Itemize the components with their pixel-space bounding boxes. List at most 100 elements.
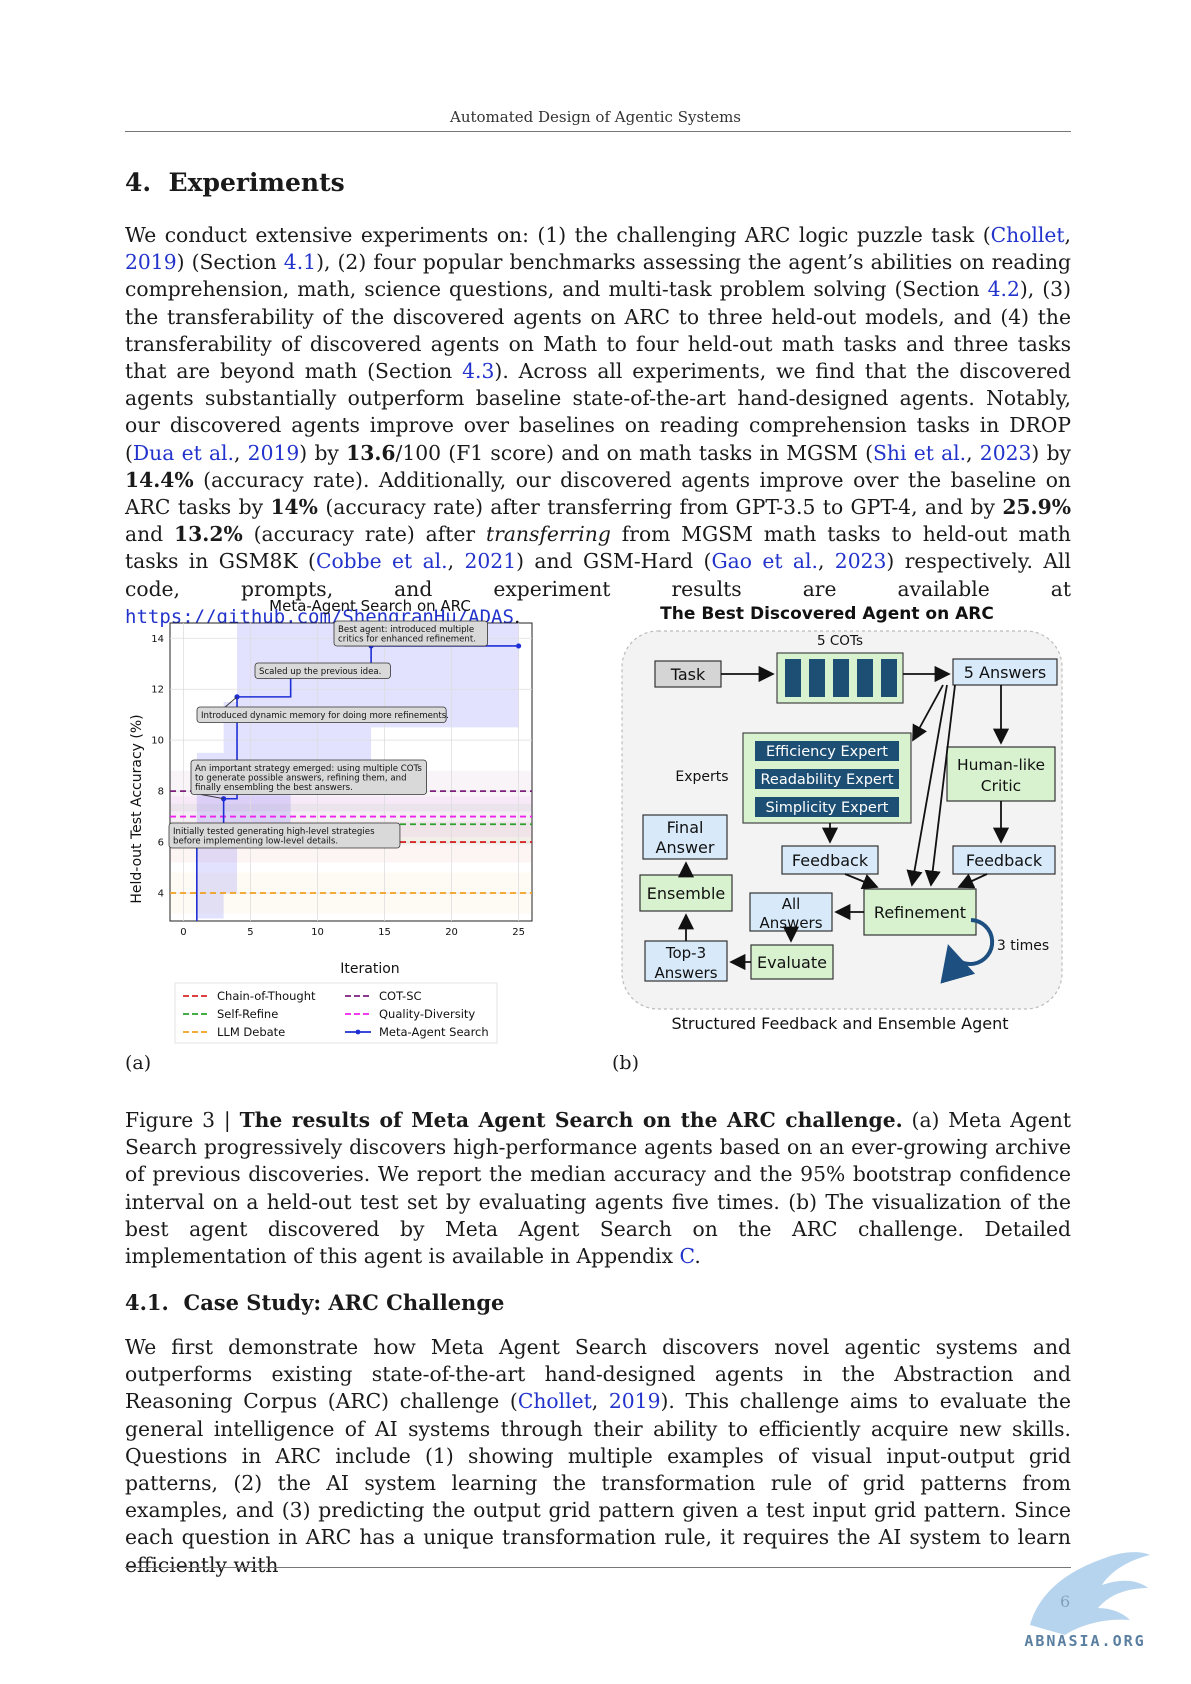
text-run: The results of Meta Agent Search on the …	[239, 1108, 903, 1132]
citation-link[interactable]: 2019	[608, 1389, 661, 1414]
citation-link[interactable]: Gao et al.	[711, 549, 818, 574]
subsection-title: Case Study: ARC Challenge	[183, 1290, 505, 1315]
running-head: Automated Design of Agentic Systems	[449, 108, 741, 126]
text-run: ) (Section	[176, 250, 284, 275]
text-run: 14.4%	[125, 467, 194, 492]
subfigure-label-a: (a)	[125, 1052, 152, 1074]
citation-link[interactable]: Chollet	[517, 1389, 592, 1414]
text-run: ). Across all experiments, we find that …	[125, 359, 1071, 465]
annotation-text: to generate possible answers, refining t…	[195, 774, 407, 784]
annotation-text: Initially tested generating high-level s…	[173, 827, 375, 837]
diagram-subtitle: Structured Feedback and Ensemble Agent	[671, 1014, 1008, 1033]
citation-link[interactable]: 4.1	[283, 250, 317, 275]
citation-link[interactable]: 2019	[125, 250, 177, 275]
legend-label: COT-SC	[379, 989, 422, 1003]
feedback-node-critic: Feedback	[966, 851, 1043, 870]
feedback-node-experts: Feedback	[792, 851, 869, 870]
annotation-box	[333, 620, 489, 647]
y-tick-label: 10	[151, 736, 164, 747]
text-run: /100 (F1 score) and on math tasks in MGS…	[395, 440, 874, 465]
text-run: We conduct extensive experiments on: (1)…	[125, 223, 991, 247]
text-run: ), (3) the transferability of the discov…	[125, 277, 1071, 384]
top3-line1: Top-3	[665, 944, 706, 962]
citation-link[interactable]: Dua et al.	[132, 440, 234, 465]
text-run: (accuracy rate) after	[242, 522, 486, 547]
citation-link[interactable]: 4.3	[462, 359, 495, 384]
all-line1: All	[782, 895, 801, 913]
text-run: .	[513, 603, 521, 628]
text-run: ) respectively. All code, prompts, and e…	[125, 549, 1071, 601]
figure-caption: Figure 3 | The results of Meta Agent Sea…	[125, 1107, 1071, 1270]
intro-paragraph: We conduct extensive experiments on: (1)…	[125, 222, 1071, 631]
subfigure-label-b: (b)	[612, 1052, 639, 1074]
case-study-paragraph: We first demonstrate how Meta Agent Sear…	[125, 1334, 1071, 1579]
x-tick-label: 0	[180, 927, 186, 938]
section-title: Experiments	[168, 168, 345, 197]
legend-marker	[355, 1029, 361, 1035]
text-run: 13.6	[346, 440, 396, 465]
text-run: ) by	[1031, 440, 1072, 465]
text-run: (accuracy rate). Additionally, our disco…	[125, 467, 1071, 520]
annotation-leader	[200, 794, 224, 800]
annotation-box	[190, 759, 427, 795]
annotation-text: before implementing low-level details.	[173, 837, 338, 847]
citation-link[interactable]: Chollet	[990, 223, 1065, 247]
y-tick-label: 4	[158, 888, 164, 899]
x-tick-label: 5	[247, 927, 253, 938]
annotation-text: Introduced dynamic memory for doing more…	[201, 711, 449, 721]
cots-label: 5 COTs	[817, 633, 863, 649]
legend-label: Self-Refine	[217, 1007, 278, 1021]
annotation-box	[196, 706, 447, 723]
annotation-text: Best agent: introduced multiple	[338, 625, 474, 635]
y-tick-label: 8	[158, 787, 164, 798]
text-run: transferring	[486, 522, 611, 547]
data-point	[515, 643, 522, 649]
citation-link[interactable]: 2023	[834, 549, 887, 574]
text-run: We first demonstrate how Meta Agent Sear…	[125, 1335, 1071, 1414]
text-run: ) by	[299, 440, 347, 465]
legend-label: LLM Debate	[217, 1025, 285, 1039]
text-run: (accuracy rate) after transferring from …	[317, 495, 1003, 520]
text-run: and	[125, 522, 175, 547]
text-run: 13.2%	[174, 522, 243, 547]
text-run: 14%	[270, 495, 318, 520]
expert-readability: Readability Expert	[761, 772, 894, 788]
top3-line2: Answers	[654, 964, 717, 982]
footer-rule	[125, 1567, 1071, 1568]
citation-link[interactable]: Cobbe et al.	[315, 549, 448, 574]
expert-simplicity: Simplicity Expert	[765, 800, 888, 816]
cot-bars	[785, 659, 897, 697]
annotation-text: finally ensembling the best answers.	[195, 783, 353, 793]
citation-link[interactable]: C	[679, 1244, 695, 1269]
legend-label: Meta-Agent Search	[379, 1025, 489, 1039]
annotation-box	[168, 822, 401, 849]
watermark-logo: ABNASIA.ORG	[1024, 1552, 1150, 1650]
y-tick-label: 6	[158, 838, 164, 849]
text-run: ,	[447, 549, 465, 574]
watermark-text: ABNASIA.ORG	[1024, 1632, 1145, 1650]
citation-link[interactable]: Shi et al.	[873, 440, 967, 465]
diagram-title: The Best Discovered Agent on ARC	[660, 604, 994, 624]
times-label: 3 times	[997, 938, 1049, 954]
loop-arrow-icon	[940, 918, 995, 984]
text-run: ,	[591, 1389, 609, 1414]
critic-line2: Critic	[981, 777, 1021, 795]
x-tick-label: 15	[378, 927, 391, 938]
text-run: ), (2) four popular benchmarks assessing…	[125, 250, 1071, 302]
annotation-text: critics for enhanced refinement.	[338, 635, 476, 645]
ensemble-node: Ensemble	[647, 884, 725, 903]
y-tick-label: 14	[151, 634, 164, 645]
legend-box	[174, 982, 498, 1044]
expert-efficiency: Efficiency Expert	[766, 744, 888, 760]
text-run: ) and GSM-Hard (	[516, 549, 712, 574]
citation-link[interactable]: 2023	[979, 440, 1032, 465]
x-axis-label: Iteration	[340, 961, 399, 977]
citation-link[interactable]: 4.2	[987, 277, 1020, 302]
citation-link[interactable]: 2019	[247, 440, 300, 465]
evaluate-node: Evaluate	[757, 953, 827, 972]
critic-line1: Human-like	[957, 756, 1045, 774]
x-tick-label: 25	[512, 927, 525, 938]
final-line1: Final	[667, 818, 704, 837]
text-run: ,	[817, 549, 835, 574]
citation-link[interactable]: 2021	[464, 549, 517, 574]
